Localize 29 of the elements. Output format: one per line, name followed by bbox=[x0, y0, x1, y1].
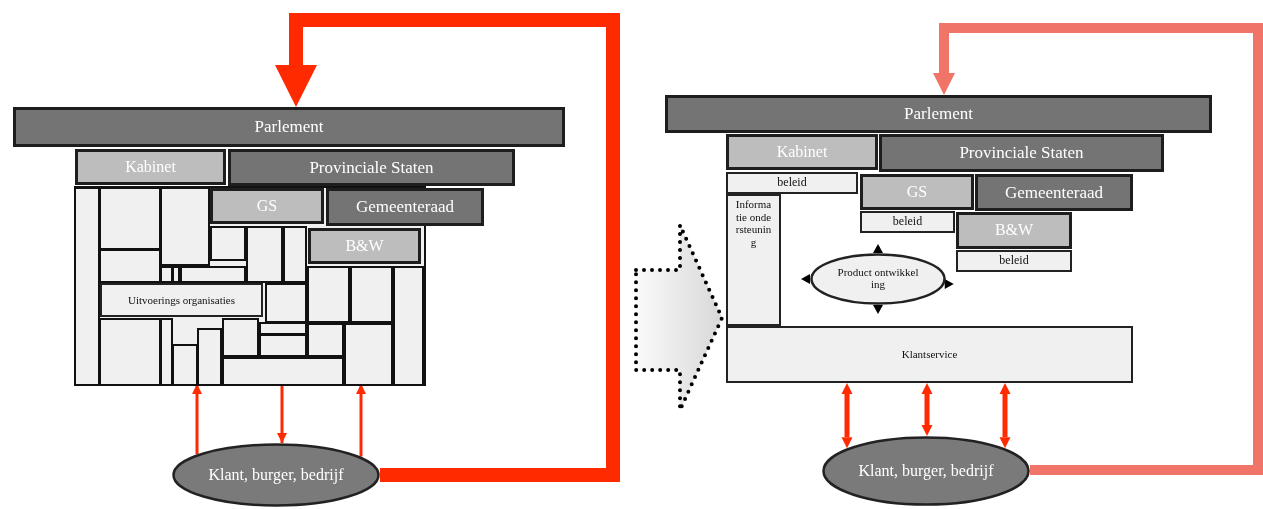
arrow bbox=[275, 13, 620, 482]
policy-box: beleid bbox=[956, 250, 1072, 272]
activity-ellipse: Product ontwikkeling bbox=[810, 253, 946, 305]
institution-box: Provinciale Staten bbox=[228, 149, 515, 186]
arrow bbox=[933, 23, 1263, 475]
arrow bbox=[921, 383, 933, 436]
institution-box: B&W bbox=[956, 212, 1072, 249]
client-ellipse: Klant, burger, bedrijf bbox=[822, 436, 1030, 506]
institution-box: Kabinet bbox=[75, 149, 226, 185]
client-ellipse: Klant, burger, bedrijf bbox=[172, 443, 380, 507]
institution-box: GS bbox=[860, 174, 974, 210]
institution-box: Kabinet bbox=[726, 134, 878, 170]
policy-box: beleid bbox=[726, 172, 858, 194]
institution-box: Provinciale Staten bbox=[879, 134, 1164, 172]
arrow bbox=[356, 384, 366, 457]
support-box: Informatie ondersteuning bbox=[726, 194, 781, 326]
institution-box: Gemeenteraad bbox=[326, 188, 484, 226]
institution-box: GS bbox=[210, 188, 324, 224]
arrow bbox=[999, 383, 1011, 449]
service-box: Klantservice bbox=[726, 326, 1133, 383]
institution-box: Parlement bbox=[13, 107, 565, 147]
arrow bbox=[277, 384, 287, 444]
arrow bbox=[841, 383, 853, 449]
institution-box: B&W bbox=[308, 228, 421, 264]
institution-box: Gemeenteraad bbox=[975, 174, 1133, 211]
arrow bbox=[192, 384, 202, 455]
institution-box: Parlement bbox=[665, 95, 1212, 133]
policy-box: beleid bbox=[860, 211, 955, 233]
organisation-box: Uitvoerings organisaties bbox=[100, 283, 263, 317]
